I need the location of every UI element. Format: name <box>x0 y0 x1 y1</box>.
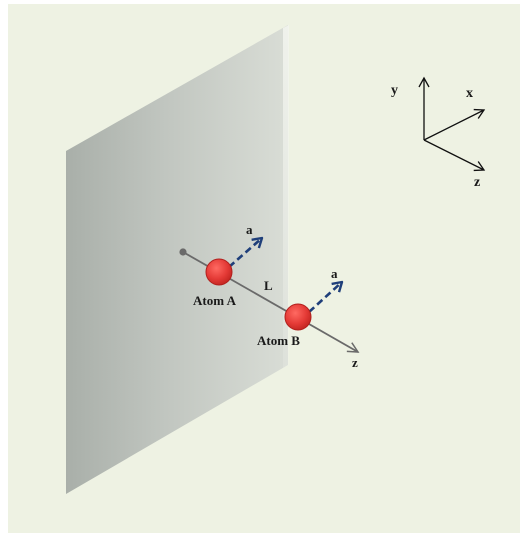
y-axis-label: y <box>391 83 398 98</box>
atom-a-label: Atom A <box>193 293 237 308</box>
x-axis-arrow <box>423 108 486 141</box>
z-line-label: z <box>352 355 358 370</box>
coordinate-axes: y x z <box>391 76 486 190</box>
atom-b-dipole-arrow <box>308 280 344 313</box>
atom-a <box>205 258 233 286</box>
atom-b-label: Atom B <box>257 333 300 348</box>
atom-a-dipole-label: a <box>246 222 253 237</box>
separation-label: L <box>264 278 273 293</box>
z-axis-label: z <box>474 175 480 190</box>
atom-a-dipole-arrow <box>228 236 264 268</box>
x-axis-label: x <box>466 86 473 101</box>
atom-b-dipole-label: a <box>331 266 338 281</box>
conducting-plate <box>66 25 288 494</box>
atom-b <box>284 303 312 331</box>
plate-edge-highlight <box>283 25 289 368</box>
z-axis-arrow <box>423 139 486 172</box>
line-origin-dot <box>179 248 187 256</box>
